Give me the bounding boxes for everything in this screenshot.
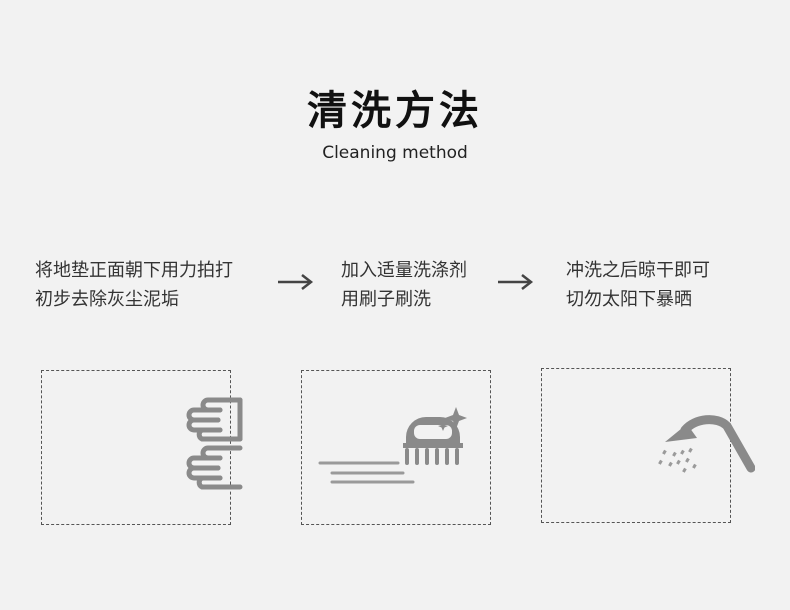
page-title: 清洗方法	[307, 88, 483, 134]
mat-card-2	[301, 370, 491, 525]
step-1-line-2: 初步去除灰尘泥垢	[35, 289, 179, 310]
step-3-line-2: 切勿太阳下暴晒	[566, 289, 692, 310]
hands-patting-icon	[186, 397, 243, 490]
step-3-line-1: 冲洗之后晾干即可	[566, 260, 710, 281]
page-subtitle: Cleaning method	[322, 143, 468, 163]
scrub-brush-icon	[318, 407, 467, 484]
arrow-right-icon	[498, 274, 534, 290]
step-2-line-2: 用刷子刷洗	[341, 289, 431, 310]
step-2-text: 加入适量洗涤剂 用刷子刷洗	[341, 256, 467, 314]
step-1-line-1: 将地垫正面朝下用力拍打	[35, 260, 233, 281]
step-3-text: 冲洗之后晾干即可 切勿太阳下暴晒	[566, 256, 710, 314]
step-1-text: 将地垫正面朝下用力拍打 初步去除灰尘泥垢	[35, 256, 233, 314]
shower-head-icon	[658, 415, 755, 473]
step-2-line-1: 加入适量洗涤剂	[341, 260, 467, 281]
mat-card-3	[541, 368, 731, 523]
arrow-right-icon	[278, 274, 314, 290]
